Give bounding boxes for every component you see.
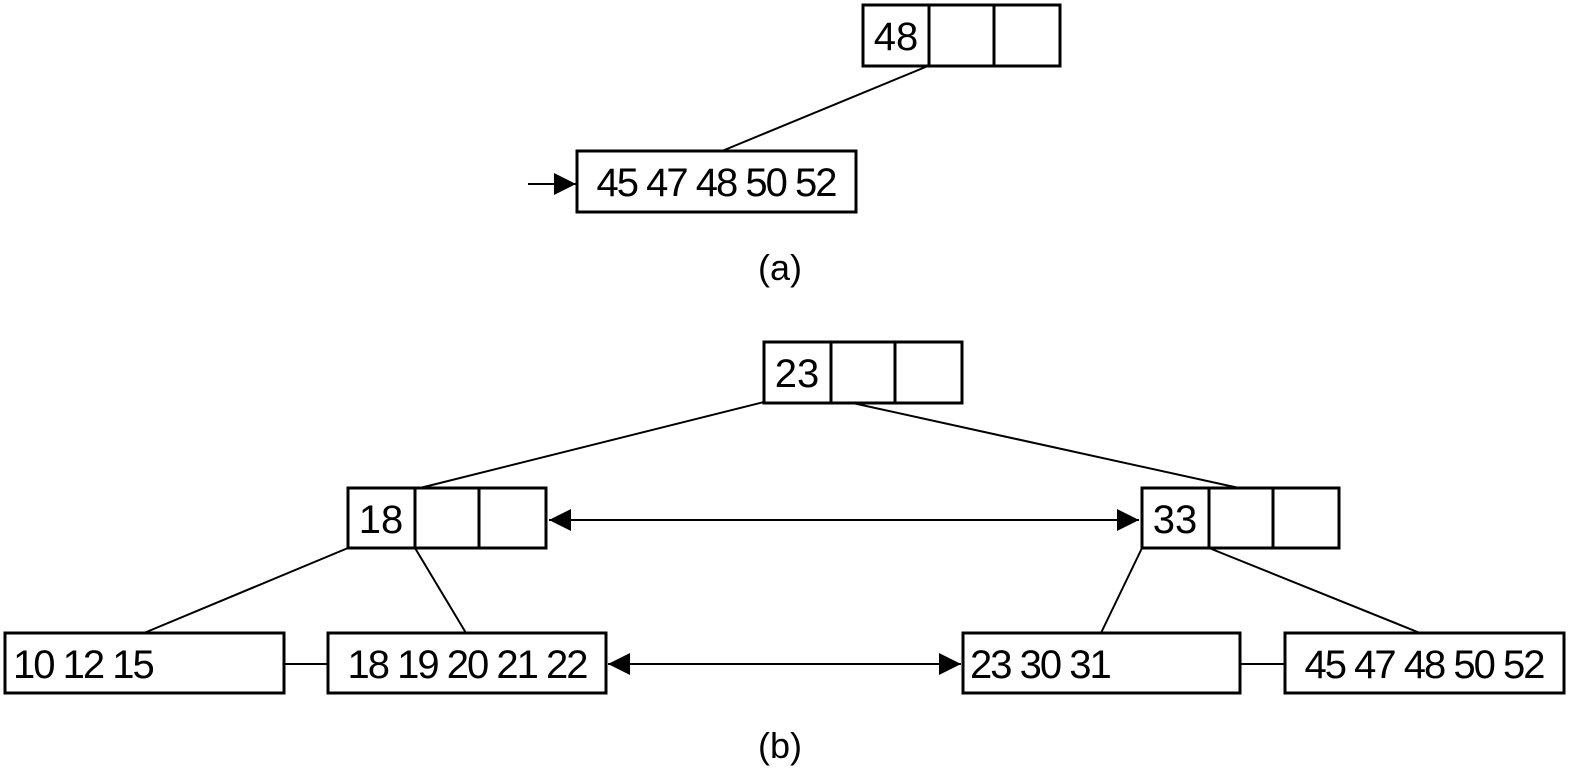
internal-node-b-right: 33 [1140,486,1341,550]
key-cell-right-1 [1140,486,1211,550]
leaf-box-b-4 [1283,631,1566,695]
leaf-node-a: 45 47 48 50 52 [575,149,858,214]
leaf-box-b-1 [3,631,286,695]
diagram-a: 48 45 47 48 50 52 (a) [528,3,1062,288]
leaf-keys-a: 45 47 48 50 52 [597,161,837,205]
leaf-node-b-4: 45 47 48 50 52 [1283,631,1566,695]
key-left-1: 18 [359,498,404,542]
leaf-box-a [575,149,858,214]
leaf-keys-b-2: 18 19 20 21 22 [348,643,588,687]
key-cell-right-2 [1207,486,1275,550]
leaf-keys-b-4: 45 47 48 50 52 [1305,643,1545,687]
edge-b-left-to-leaf-2 [414,547,467,634]
leaf-node-b-3: 23 30 31 [961,631,1242,695]
edge-a-internal-to-leaf [721,65,929,152]
key-a-1: 48 [874,15,919,59]
key-root-1: 23 [775,352,820,396]
key-cell-right-3 [1271,486,1341,550]
leaf-node-b-2: 18 19 20 21 22 [326,631,608,695]
key-cell-a-2 [927,3,996,68]
leaf-keys-b-1: 10 12 15 [13,643,153,687]
key-cell-left-3 [477,486,548,550]
key-cell-root-3 [893,340,964,405]
caption-a: (a) [758,247,802,288]
edge-b-root-to-left [419,401,765,489]
edge-b-root-to-right [847,401,1240,489]
diagram-b: 23 18 33 10 12 15 18 19 20 21 22 23 30 [3,340,1566,766]
edge-b-right-to-leaf-4 [1208,547,1421,634]
root-node-b: 23 [762,340,964,405]
caption-b: (b) [758,725,802,766]
leaf-box-b-3 [961,631,1242,695]
key-cell-root-1 [762,340,833,405]
edge-b-left-to-leaf-1 [143,547,349,634]
internal-node-b-left: 18 [346,486,548,550]
leaf-keys-b-3: 23 30 31 [970,643,1110,687]
leaf-node-b-1: 10 12 15 [3,631,286,695]
leaf-box-b-2 [326,631,608,695]
key-cell-root-2 [829,340,897,405]
key-cell-left-2 [413,486,481,550]
edge-b-right-to-leaf-3 [1100,547,1143,634]
key-cell-a-3 [992,3,1062,68]
internal-node-a: 48 [861,3,1062,68]
key-right-1: 33 [1153,498,1198,542]
